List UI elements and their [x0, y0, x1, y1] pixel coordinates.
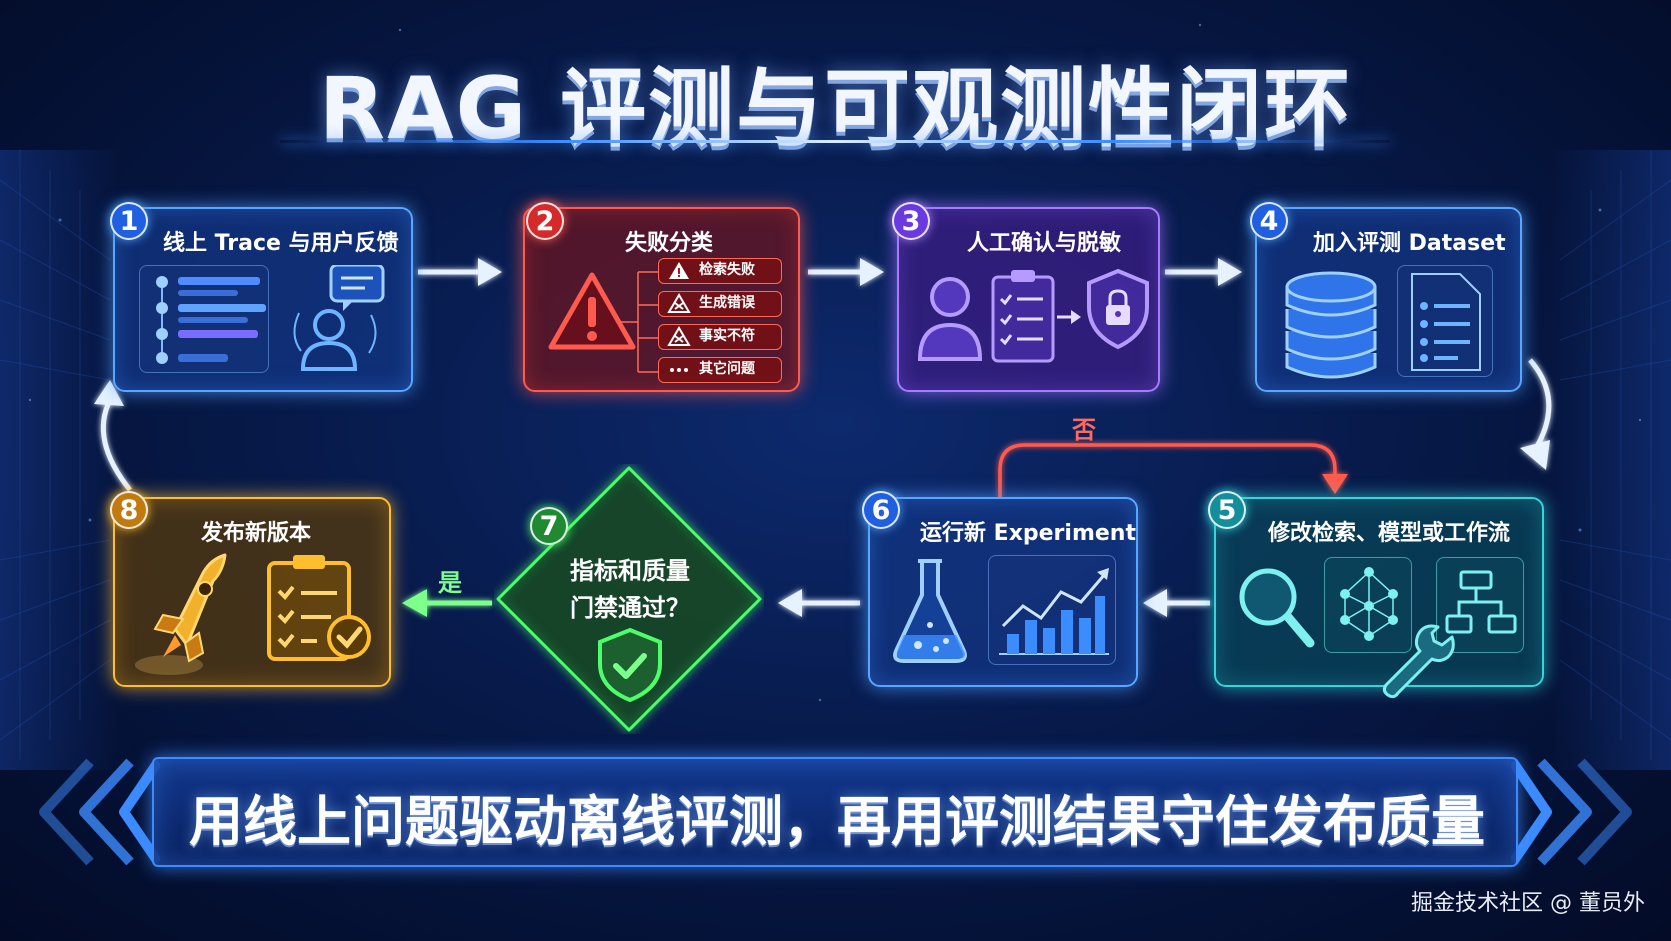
- category-other: 其它问题: [658, 357, 782, 383]
- step-5-title: 修改检索、模型或工作流: [1268, 521, 1511, 546]
- step-2-number: 2: [526, 202, 564, 240]
- arrow-3-4: [1165, 258, 1242, 286]
- step-3-card: 人工确认与脱敏: [897, 207, 1160, 392]
- category-label: 其它问题: [699, 361, 755, 377]
- left-chevrons: [39, 758, 160, 866]
- category-factual-mismatch: 事实不符: [658, 324, 782, 350]
- mismatch-small-icon: [667, 326, 691, 346]
- step-5-number: 5: [1208, 491, 1246, 529]
- rocket-icon: [135, 553, 227, 675]
- step-4-card: 加入评测 Dataset: [1255, 207, 1522, 392]
- checklist-icon: [991, 270, 1055, 363]
- arrow-7-8-yes: [402, 589, 492, 617]
- shield-check-icon: [598, 627, 662, 702]
- error-small-icon: [667, 293, 691, 313]
- step-8-card: 发布新版本: [113, 497, 391, 687]
- trace-list-icon: [139, 265, 269, 373]
- watermark: 掘金技术社区 @ 董员外: [1411, 891, 1645, 916]
- warning-small-icon: [669, 262, 689, 279]
- step-5-card: 修改检索、模型或工作流: [1214, 497, 1544, 699]
- arrow-8-1: [94, 380, 132, 492]
- neural-network-icon: [1324, 557, 1412, 653]
- slogan-banner: 用线上问题驱动离线评测，再用评测结果守住发布质量: [152, 757, 1518, 867]
- step-1-title: 线上 Trace 与用户反馈: [163, 231, 399, 256]
- step-7-number: 7: [530, 507, 568, 545]
- step-6-title: 运行新 Experiment: [920, 521, 1136, 546]
- slogan-text: 用线上问题驱动离线评测，再用评测结果守住发布质量: [189, 790, 1485, 853]
- step-6-number: 6: [862, 491, 900, 529]
- arrow-4-5: [1520, 358, 1552, 470]
- step-3-title: 人工确认与脱敏: [967, 231, 1122, 256]
- step-7-title-line1: 指标和质量: [570, 557, 690, 585]
- arrow-2-3: [808, 258, 884, 286]
- step-8-title: 发布新版本: [201, 521, 312, 546]
- step-1-number: 1: [110, 202, 148, 240]
- arrow-5-6: [1143, 589, 1210, 617]
- arrow-right-icon: [1057, 310, 1081, 324]
- flowchart-icon: [1436, 557, 1524, 653]
- search-icon: [1239, 568, 1315, 648]
- step-3-number: 3: [892, 202, 930, 240]
- arrow-1-2: [418, 258, 502, 286]
- no-label: 否: [1072, 416, 1096, 444]
- user-feedback-icon: [293, 265, 385, 371]
- user-icon: [917, 277, 983, 361]
- flask-icon: [893, 559, 967, 663]
- arrow-6-7: [778, 589, 860, 617]
- category-generation-error: 生成错误: [658, 291, 782, 317]
- warning-icon: [548, 272, 636, 350]
- category-label: 生成错误: [699, 295, 755, 311]
- arrow-no-loop: [998, 443, 1348, 497]
- step-8-number: 8: [110, 491, 148, 529]
- step-6-card: 运行新 Experiment: [868, 497, 1138, 687]
- yes-label: 是: [438, 569, 462, 597]
- database-icon: [1285, 271, 1377, 379]
- right-chevrons: [1511, 758, 1632, 866]
- document-icon: [1397, 265, 1493, 377]
- wrench-icon: [1382, 624, 1455, 699]
- step-4-title: 加入评测 Dataset: [1313, 231, 1506, 256]
- shield-lock-icon: [1087, 268, 1149, 350]
- step-7-title-line2: 门禁通过？: [570, 594, 690, 622]
- category-label: 检索失败: [699, 262, 755, 278]
- title-underline: [280, 140, 1390, 143]
- category-connectors: [620, 271, 658, 373]
- bar-chart-icon: [988, 555, 1116, 665]
- step-1-card: 线上 Trace 与用户反馈: [113, 207, 413, 392]
- ellipsis-icon: [670, 368, 688, 372]
- step-2-title: 失败分类: [625, 231, 714, 256]
- step-4-number: 4: [1250, 202, 1288, 240]
- category-label: 事实不符: [699, 328, 755, 344]
- category-retrieval-failure: 检索失败: [658, 258, 782, 284]
- clipboard-check-icon: [267, 555, 371, 661]
